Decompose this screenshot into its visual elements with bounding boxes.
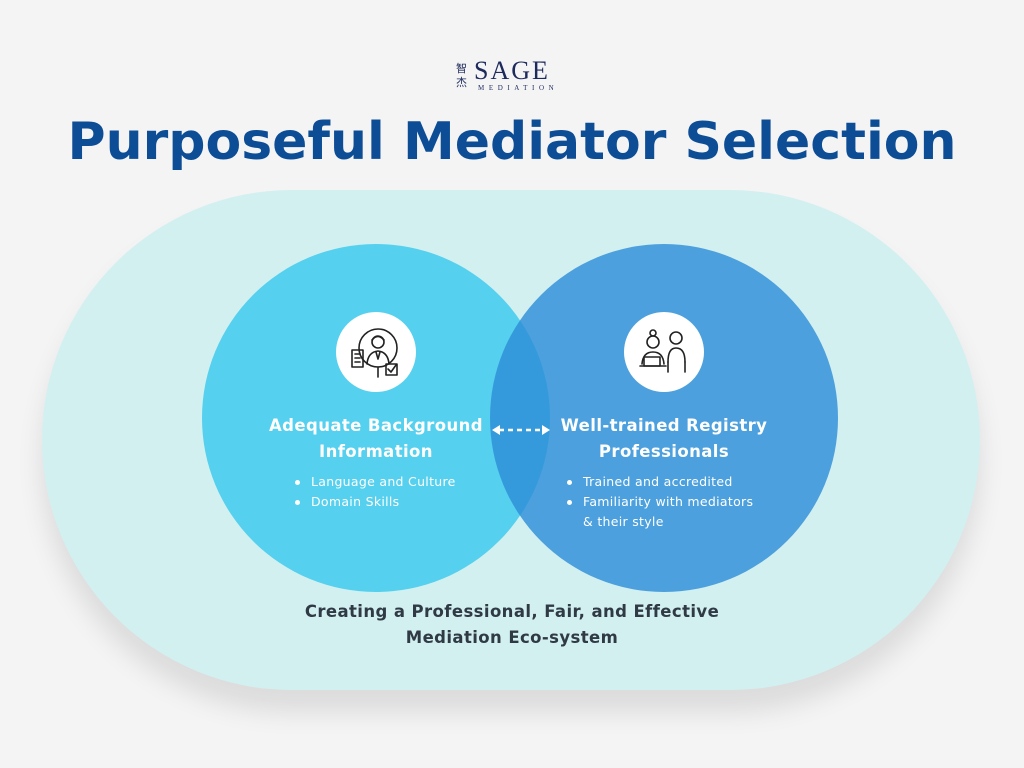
mediator-profile-icon xyxy=(351,328,398,378)
right-circle xyxy=(490,244,838,592)
logo-cjk-line-2: 杰 xyxy=(456,76,467,89)
logo-name: SAGE xyxy=(474,56,550,85)
left-bullet-item: Domain Skills xyxy=(291,492,491,512)
logo-subtitle: MEDIATION xyxy=(478,84,559,92)
footer-statement: Creating a Professional, Fair, and Effec… xyxy=(262,599,762,651)
right-icon-badge xyxy=(624,312,704,392)
left-heading: Adequate Background Information xyxy=(262,413,490,465)
right-heading-line-2: Professionals xyxy=(598,442,730,461)
right-bullet-item: Trained and accredited xyxy=(563,472,763,492)
right-heading-line-1: Well-trained Registry xyxy=(560,416,768,435)
footer-line-2: Mediation Eco-system xyxy=(405,628,619,647)
logo-cjk-mark: 智 杰 xyxy=(456,62,472,90)
logo-cjk-line-1: 智 xyxy=(456,62,467,75)
left-bullet-item: Language and Culture xyxy=(291,472,491,492)
right-bullet-list: Trained and accredited Familiarity with … xyxy=(563,472,763,532)
registry-professionals-icon xyxy=(639,329,686,373)
right-heading: Well-trained Registry Professionals xyxy=(548,413,780,465)
double-arrow-icon xyxy=(492,425,550,435)
sage-mediation-logo: 智 杰 SAGE MEDIATION xyxy=(456,56,572,94)
left-bullet-list: Language and Culture Domain Skills xyxy=(291,472,491,512)
left-icon-badge xyxy=(336,312,416,392)
left-heading-line-1: Adequate Background xyxy=(269,416,483,435)
left-heading-line-2: Information xyxy=(319,442,433,461)
footer-line-1: Creating a Professional, Fair, and Effec… xyxy=(304,602,720,621)
right-bullet-item: Familiarity with mediators & their style xyxy=(563,492,763,532)
page-title: Purposeful Mediator Selection xyxy=(67,112,957,172)
